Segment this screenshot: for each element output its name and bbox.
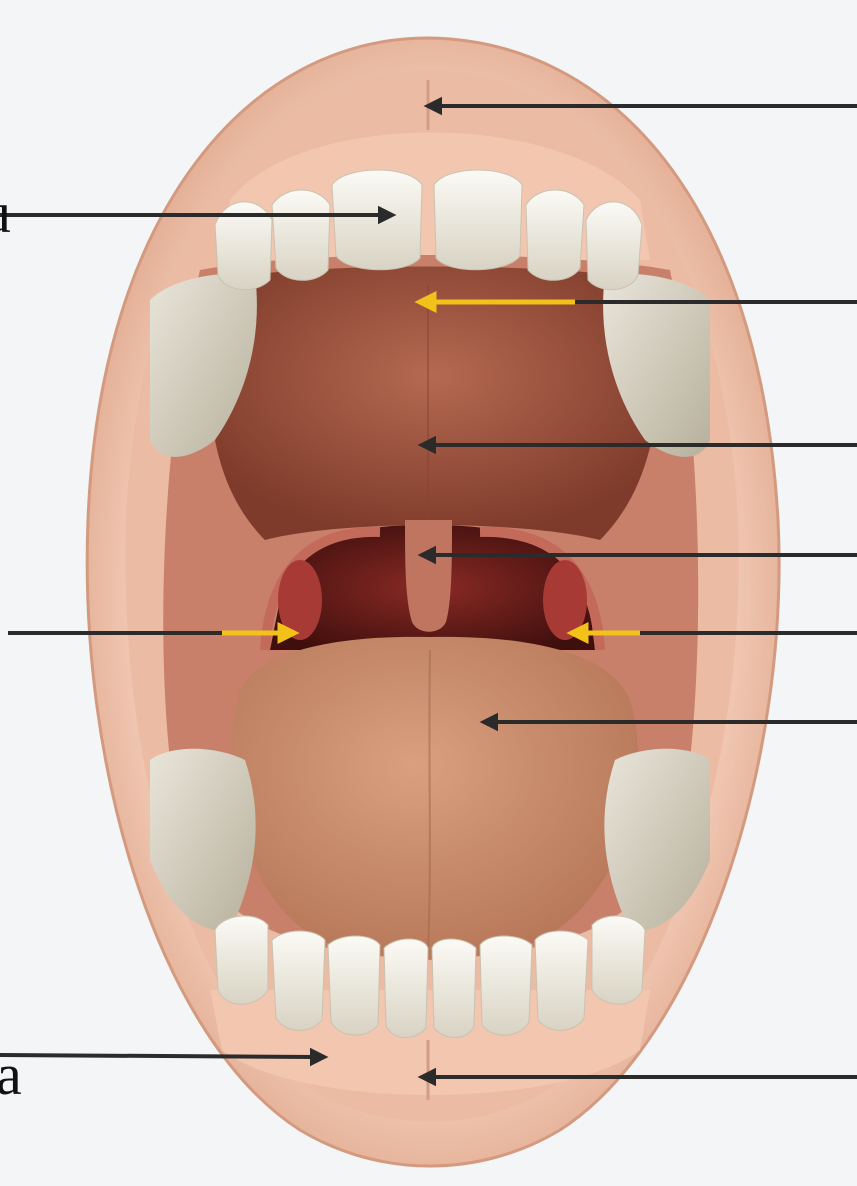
lower-incisor-6 [535, 931, 588, 1030]
upper-lateral-incisor-left [272, 190, 330, 280]
lower-incisor-1 [272, 931, 325, 1030]
uvula [405, 520, 452, 632]
lower-incisor-3 [384, 939, 428, 1038]
lower-canine-right [592, 916, 645, 1004]
lower-incisor-4 [432, 939, 476, 1038]
upper-lateral-incisor-right [526, 190, 584, 280]
label-fragment-upper-left: u [0, 184, 11, 242]
upper-central-incisor-right [434, 170, 522, 270]
label-fragment-lower-left: a [0, 1046, 22, 1104]
tongue [231, 637, 638, 959]
upper-central-incisor-left [332, 170, 422, 270]
lower-incisor-2 [328, 936, 380, 1035]
lower-incisor-5 [480, 936, 532, 1035]
upper-canine-right [586, 202, 642, 290]
lower-canine-left [215, 916, 268, 1004]
pointer-lower-gingiva [0, 1055, 314, 1057]
